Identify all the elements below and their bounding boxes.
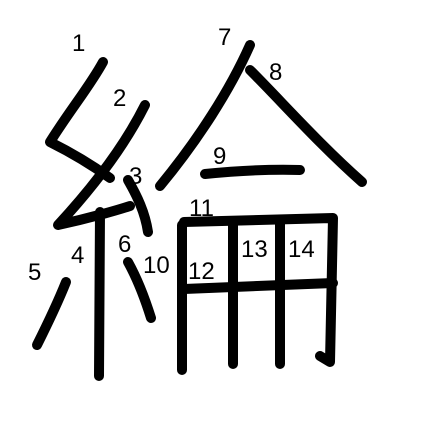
stroke-4 bbox=[94, 207, 105, 381]
stroke-5 bbox=[32, 277, 71, 350]
stroke-number-8: 8 bbox=[269, 59, 282, 86]
stroke-number-10: 10 bbox=[143, 252, 170, 279]
stroke-number-4: 4 bbox=[71, 242, 84, 269]
stroke-number-3: 3 bbox=[129, 163, 142, 190]
stroke-3 bbox=[123, 175, 153, 237]
stroke-12 bbox=[179, 278, 338, 294]
stroke-number-2: 2 bbox=[113, 85, 126, 112]
stroke-numbers: 1 2 3 4 5 6 7 8 9 10 11 12 13 14 bbox=[28, 24, 315, 286]
stroke-number-13: 13 bbox=[241, 236, 268, 263]
stroke-number-1: 1 bbox=[72, 30, 85, 57]
stroke-number-6: 6 bbox=[118, 231, 131, 258]
stroke-number-9: 9 bbox=[213, 143, 226, 170]
stroke-9 bbox=[200, 164, 305, 179]
stroke-2 bbox=[53, 100, 150, 230]
stroke-8 bbox=[245, 65, 367, 187]
stroke-number-14: 14 bbox=[288, 236, 315, 263]
stroke-7 bbox=[155, 40, 255, 191]
stroke-number-11: 11 bbox=[189, 195, 214, 222]
stroke-number-12: 12 bbox=[188, 258, 215, 285]
stroke-number-7: 7 bbox=[218, 24, 231, 51]
stroke-1 bbox=[45, 57, 115, 183]
stroke-number-5: 5 bbox=[28, 259, 41, 286]
stroke-11 bbox=[179, 213, 338, 367]
character-strokes bbox=[32, 40, 367, 381]
stroke-6 bbox=[123, 257, 156, 323]
